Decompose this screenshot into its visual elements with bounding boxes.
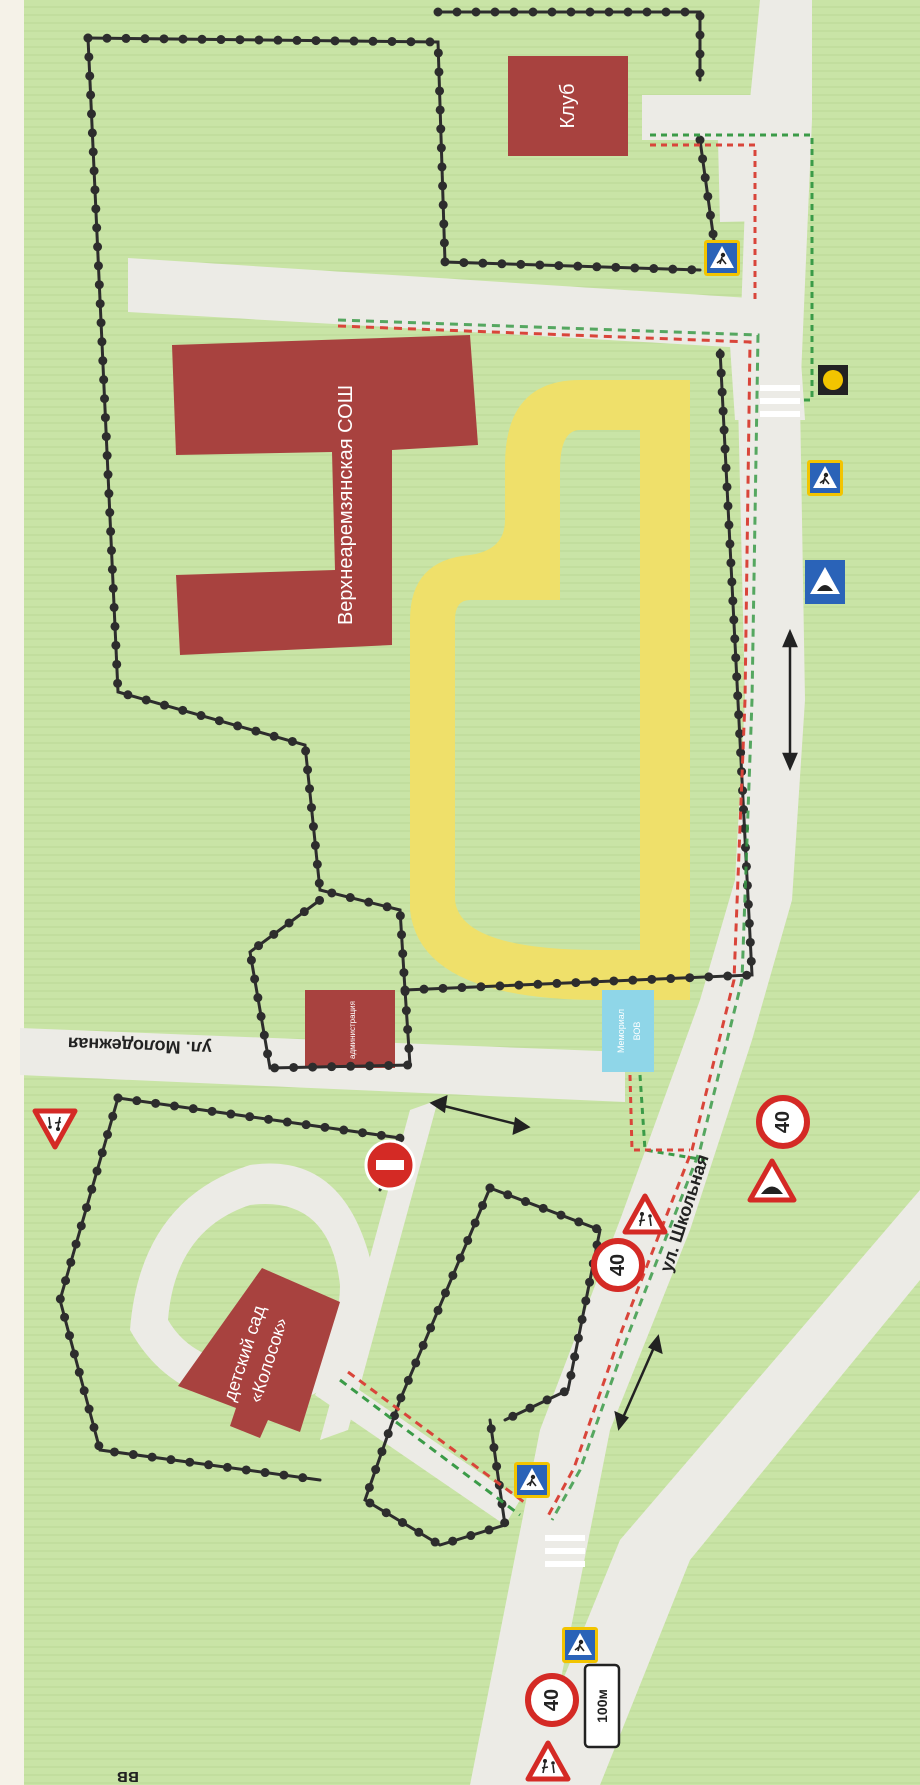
street-label-edge: вв bbox=[117, 1768, 139, 1785]
pedestrian-crossing-sign-icon bbox=[513, 1461, 551, 1499]
two-way-traffic-arrow-icon bbox=[782, 628, 798, 772]
speed-limit-value: 40 bbox=[772, 1111, 794, 1133]
speed-limit-sign-icon: 40 bbox=[756, 1095, 810, 1149]
route-paths bbox=[337, 133, 814, 1521]
pedestrian-crossing-sign-icon bbox=[703, 239, 741, 277]
speed-bump-sign-icon bbox=[805, 560, 845, 604]
pedestrian-crossing-sign-icon bbox=[806, 459, 844, 497]
school-label: Верхнеаремзянская СОШ bbox=[335, 385, 357, 625]
kindergarten-building bbox=[178, 1268, 340, 1438]
roads bbox=[20, 0, 920, 1785]
administration-label: администрация bbox=[348, 1001, 357, 1059]
stadium-track bbox=[410, 380, 690, 1000]
pedestrian-crossing-sign-icon bbox=[561, 1626, 599, 1664]
memorial bbox=[602, 990, 654, 1072]
speed-limit-value: 40 bbox=[541, 1689, 563, 1711]
zebra-crossings bbox=[545, 385, 800, 1567]
fence-posts bbox=[55, 7, 757, 1550]
club-building bbox=[508, 56, 628, 156]
school-building bbox=[172, 335, 478, 655]
two-way-traffic-arrow-icon bbox=[429, 1094, 531, 1136]
speed-limit-sign-icon: 40 bbox=[525, 1673, 579, 1727]
no-entry-sign-icon bbox=[364, 1139, 416, 1191]
traffic-light-icon bbox=[818, 365, 848, 395]
distance-plate: 100м bbox=[583, 1663, 621, 1749]
two-way-traffic-arrow-icon bbox=[614, 1334, 663, 1431]
speed-limit-value: 40 bbox=[607, 1254, 629, 1276]
speed-limit-sign-icon: 40 bbox=[591, 1238, 645, 1292]
club-label: Клуб bbox=[557, 84, 579, 129]
memorial-label-line2: ВОВ bbox=[632, 1022, 642, 1041]
administration-building bbox=[305, 990, 395, 1068]
distance-plate-label: 100м bbox=[594, 1689, 610, 1723]
memorial-label-line1: Мемориал bbox=[616, 1009, 626, 1053]
